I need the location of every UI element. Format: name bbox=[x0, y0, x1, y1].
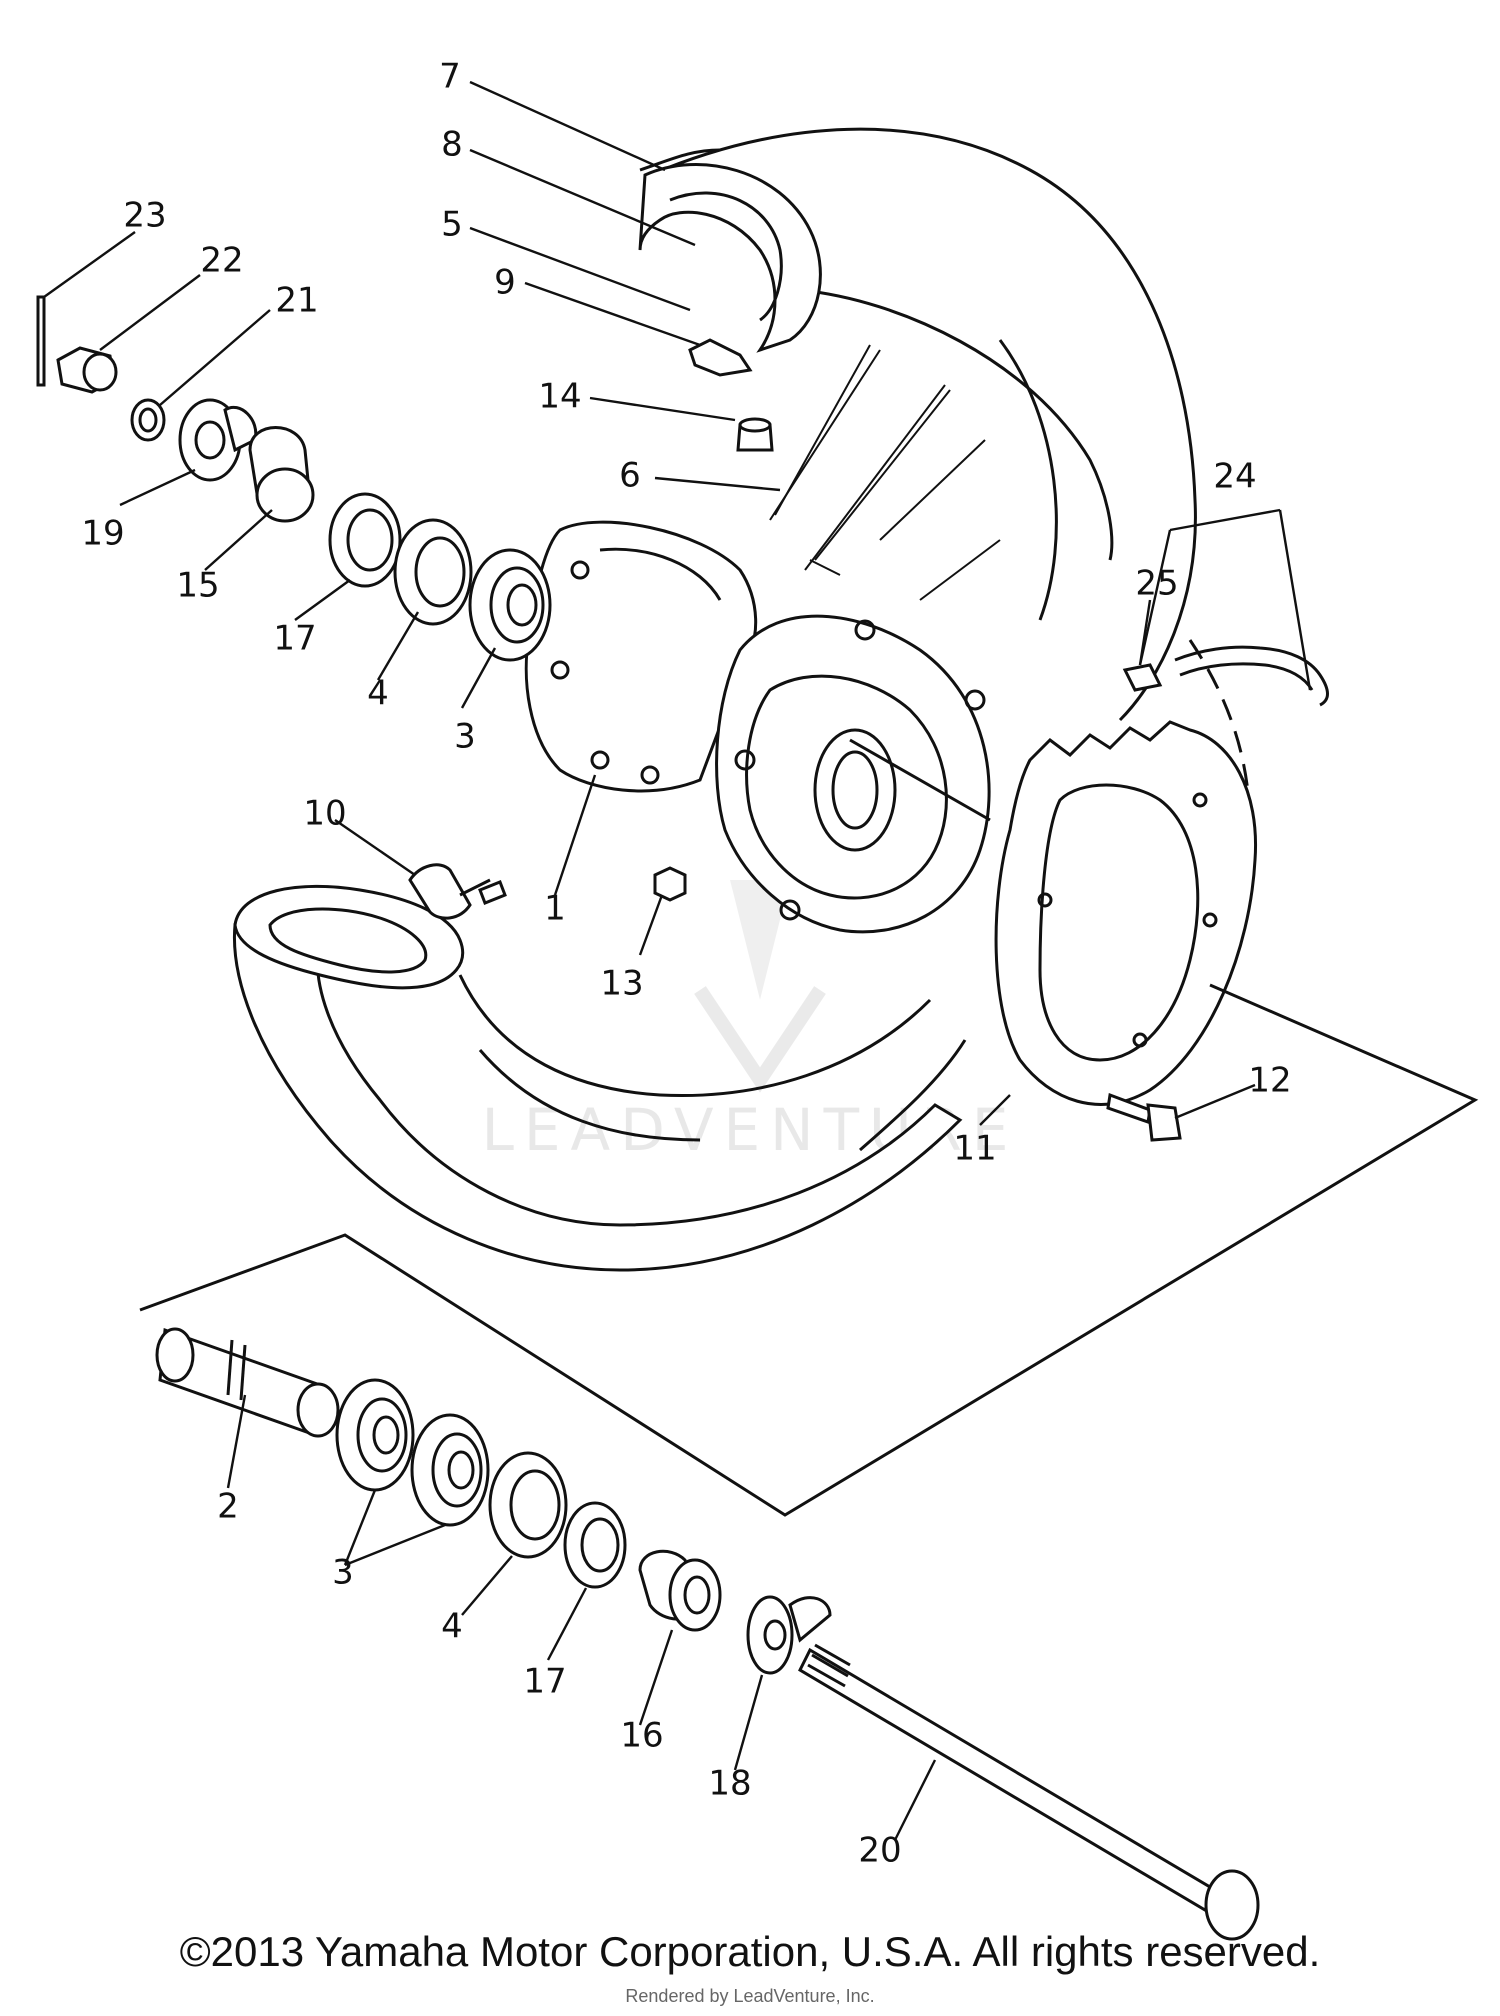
lower-parts-box bbox=[139, 983, 1479, 1517]
callout-14: 14 bbox=[538, 377, 581, 417]
spokes bbox=[769, 344, 1001, 601]
callout-25: 25 bbox=[1135, 564, 1178, 604]
callout-10: 10 bbox=[303, 794, 346, 834]
callout-7: 7 bbox=[439, 57, 461, 97]
callout-11: 11 bbox=[953, 1129, 996, 1169]
nut-13 bbox=[653, 866, 687, 902]
callout-4-lower: 4 bbox=[441, 1607, 463, 1647]
callout-21: 21 bbox=[275, 281, 318, 321]
tire bbox=[232, 127, 1252, 1272]
rim-band bbox=[688, 338, 753, 377]
hub bbox=[524, 520, 991, 934]
callout-2: 2 bbox=[217, 1487, 239, 1527]
chain bbox=[1122, 645, 1329, 707]
nipple bbox=[736, 417, 774, 452]
callout-8: 8 bbox=[441, 125, 463, 165]
left-axle-parts bbox=[36, 295, 552, 662]
callout-17-upper: 17 bbox=[273, 619, 316, 659]
callout-6: 6 bbox=[619, 456, 641, 496]
bolt-12 bbox=[1106, 1092, 1182, 1142]
callout-13: 13 bbox=[600, 964, 643, 1004]
callout-1: 1 bbox=[544, 889, 566, 929]
callout-22: 22 bbox=[200, 241, 243, 281]
callout-20: 20 bbox=[858, 1831, 901, 1871]
rendered-by-notice: Rendered by LeadVenture, Inc. bbox=[625, 1986, 875, 2006]
copyright-notice: ©2013 Yamaha Motor Corporation, U.S.A. A… bbox=[179, 1928, 1321, 1975]
callout-3-upper: 3 bbox=[454, 717, 476, 757]
sprocket bbox=[994, 720, 1258, 1106]
callout-24: 24 bbox=[1213, 457, 1256, 497]
callout-15: 15 bbox=[176, 566, 219, 606]
valve bbox=[408, 863, 507, 920]
callout-3-lower: 3 bbox=[332, 1553, 354, 1593]
callout-19: 19 bbox=[81, 514, 124, 554]
callout-9: 9 bbox=[494, 263, 516, 303]
callout-23: 23 bbox=[123, 196, 166, 236]
callout-4-upper: 4 bbox=[367, 674, 389, 714]
leader-lines bbox=[43, 80, 1312, 1841]
callout-labels: 7 8 5 9 14 6 23 22 21 19 15 17 4 3 10 1 … bbox=[81, 57, 1291, 1871]
callout-16: 16 bbox=[620, 1716, 663, 1756]
callout-18: 18 bbox=[708, 1764, 751, 1804]
callout-17-lower: 17 bbox=[523, 1662, 566, 1702]
lower-axle-parts bbox=[155, 1327, 1260, 1941]
callout-12: 12 bbox=[1248, 1061, 1291, 1101]
callout-5: 5 bbox=[441, 205, 463, 245]
